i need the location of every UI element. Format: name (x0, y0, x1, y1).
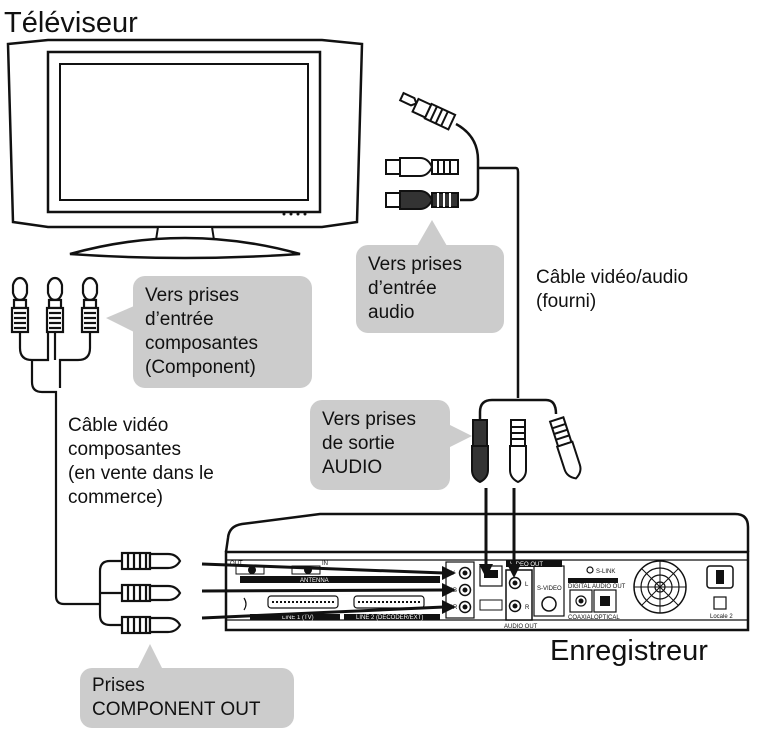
component-plug-middle (45, 276, 65, 334)
component-cable-tv-end (10, 276, 100, 606)
panel-coaxial-label: COAXIAL (568, 615, 595, 621)
component-cable-recorder-end (98, 551, 182, 635)
callout-component-output: Prises COMPONENT OUT (80, 668, 294, 728)
audio-plug-red-rec (471, 419, 489, 484)
callout-component-input: Vers prises d’entrée composantes (Compon… (133, 276, 312, 388)
callout-audio-input-line-1: Vers prises (368, 254, 462, 275)
av-cable-line-1: Câble vidéo/audio (536, 267, 689, 288)
panel-line2-label: LINE 2 (DECODER/EXT) (356, 615, 423, 621)
callout-audio-output: Vers prises de sortie AUDIO (310, 400, 450, 490)
recorder-title: Enregistreur (550, 635, 708, 667)
tv-indicator-dots (282, 212, 307, 216)
panel-locale-label: Locale 2 (710, 614, 733, 620)
audio-plug-white-rec (509, 419, 527, 484)
panel-audio-out-label: AUDIO OUT (504, 624, 538, 630)
component-plug-top (120, 551, 182, 571)
callout-audio-output-line-2: de sortie (322, 433, 395, 454)
callout-audio-input-line-2: d’entrée (368, 278, 437, 299)
panel-optical-label: OPTICAL (594, 615, 620, 621)
callout-component-input-line-1: Vers prises (145, 285, 239, 306)
panel-digital-audio-label: DIGITAL AUDIO OUT (568, 584, 626, 590)
panel-l-label: L (525, 582, 529, 588)
component-cable-line-3: (en vente dans le (68, 463, 214, 484)
callout-audio-input: Vers prises d’entrée audio (356, 245, 504, 333)
av-plug-red (385, 190, 459, 210)
callout-component-input-line-3: composantes (145, 333, 259, 354)
audio-arrows (479, 488, 521, 578)
callout-audio-output-line-1: Vers prises (322, 409, 416, 430)
component-plug-left (10, 276, 30, 334)
callout-audio-output-line-3: AUDIO (322, 457, 383, 478)
callout-component-input-line-2: d’entrée (145, 309, 214, 330)
panel-line1-label: LINE 1 (TV) (282, 615, 314, 621)
panel-r-label: R (525, 605, 530, 611)
component-cable-line-2: composantes (68, 439, 182, 460)
panel-video-out-label: VIDEO OUT (510, 562, 543, 568)
component-cable-line-1: Câble vidéo (68, 415, 169, 436)
panel-s-video-label: S-VIDEO (537, 586, 562, 592)
television (6, 38, 364, 260)
av-plugs-tv-end (385, 91, 459, 210)
callout-component-output-line-2: COMPONENT OUT (92, 699, 261, 720)
callout-component-input-line-4: (Component) (145, 357, 256, 378)
callout-pointers (106, 220, 472, 672)
tv-title: Téléviseur (4, 7, 138, 39)
av-plug-yellow (398, 91, 457, 131)
component-plug-right (80, 276, 100, 334)
panel-antenna-label: ANTENNA (300, 578, 329, 584)
component-cable-line-4: commerce) (68, 487, 164, 508)
av-plugs-recorder-end (471, 416, 582, 484)
panel-in-label: IN (322, 561, 328, 567)
av-cable-line-2: (fourni) (536, 291, 597, 312)
panel-s-link-label: S-LINK (596, 569, 615, 575)
component-arrows (201, 562, 456, 620)
av-cable-label: Câble vidéo/audio (fourni) (536, 266, 688, 314)
component-plug-bottom (120, 615, 182, 635)
callout-audio-input-line-3: audio (368, 302, 415, 323)
av-plug-white (385, 157, 459, 177)
component-plug-mid (120, 583, 182, 603)
video-plug-yellow-rec (548, 416, 582, 480)
callout-component-output-line-1: Prises (92, 675, 145, 696)
av-cable (455, 122, 558, 458)
component-cable-label: Câble vidéo composantes (en vente dans l… (68, 414, 214, 510)
